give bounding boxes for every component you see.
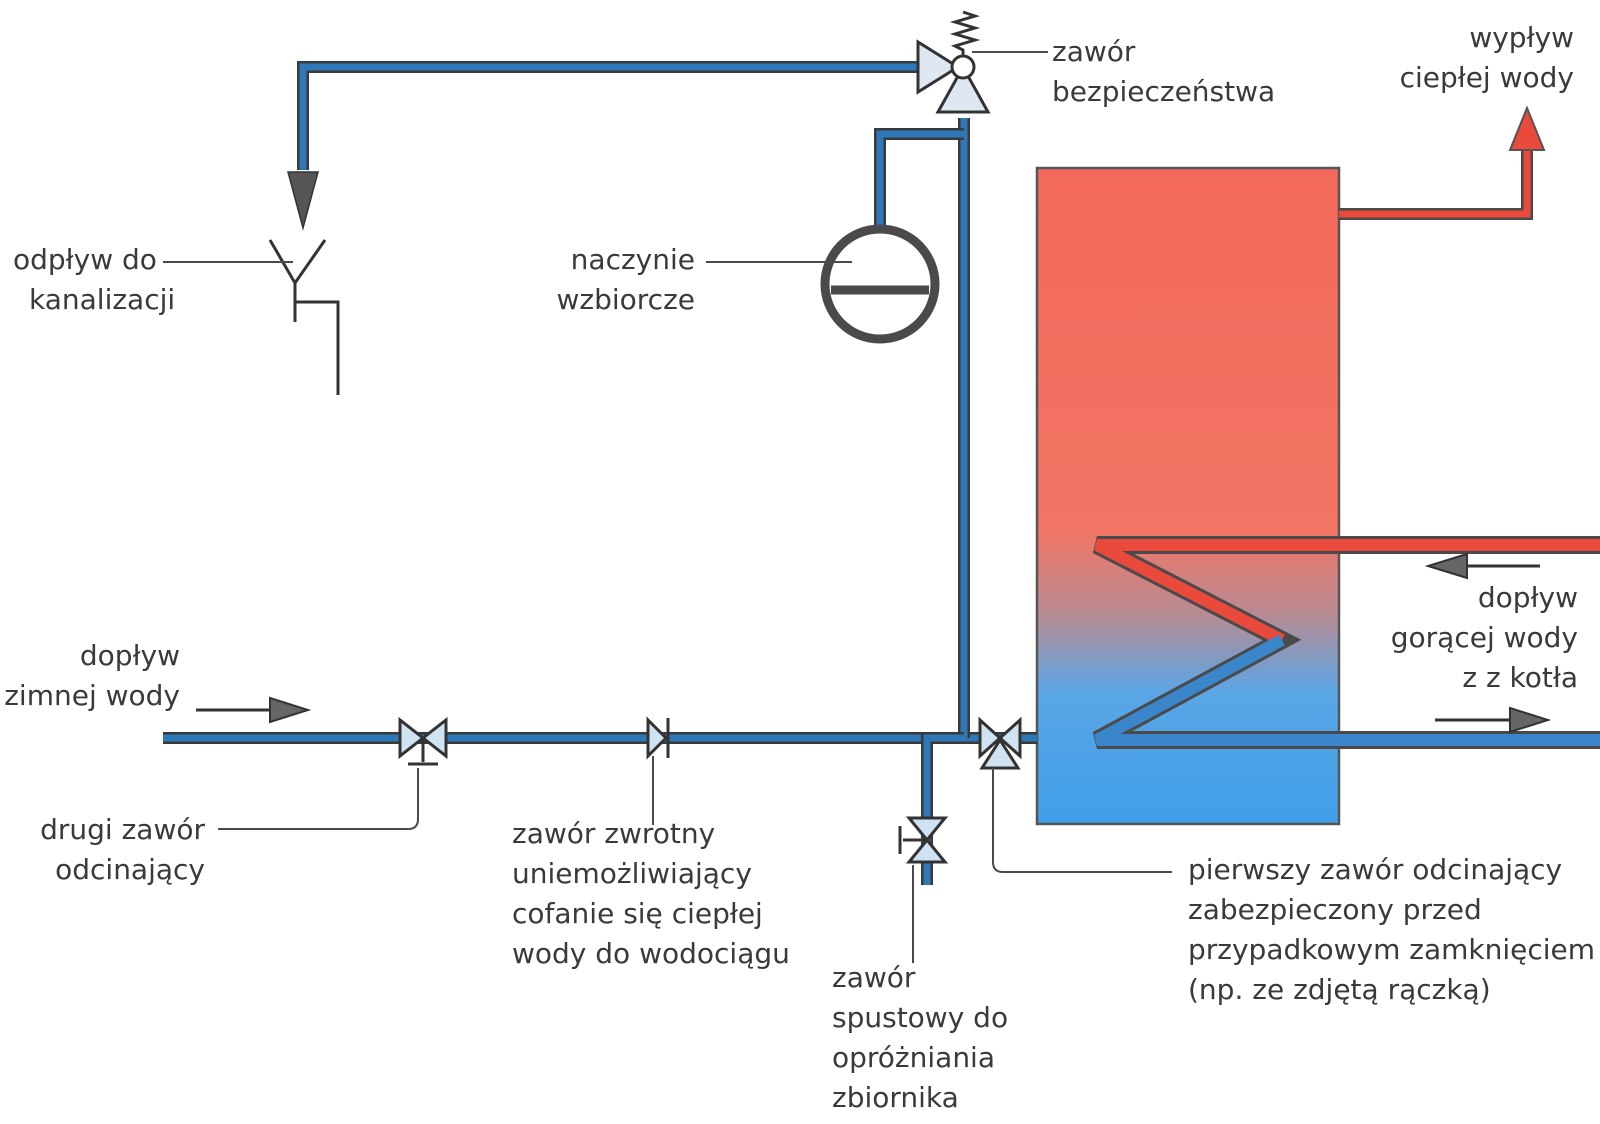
drain-valve xyxy=(898,816,949,864)
first-shutoff-valve xyxy=(978,716,1022,770)
hot-water-outlet-pipe xyxy=(1339,105,1546,220)
heating-coil xyxy=(1092,536,1600,749)
safety-valve xyxy=(916,10,991,114)
safety-valve-label-line: bezpieczeństwa xyxy=(1052,75,1276,108)
leader-lines xyxy=(163,51,1172,963)
first-shutoff-valve-label-line: (np. ze zdjętą rączką) xyxy=(1188,973,1491,1006)
first-shutoff-valve-label: pierwszy zawór odcinający zabezpieczony … xyxy=(1188,850,1595,1010)
check-valve-label-line: cofanie się ciepłej xyxy=(512,897,763,930)
expansion-vessel-label-line: wzbiorcze xyxy=(556,283,696,316)
expansion-vessel-label: naczynie wzbiorcze xyxy=(557,240,696,320)
cold-water-in-label: dopływ zimnej wody xyxy=(4,636,180,716)
cold-water-in-label-line: zimnej wody xyxy=(4,679,180,712)
drain-valve-label-line: opróżniania xyxy=(832,1041,995,1074)
check-valve-label-line: zawór zwrotny xyxy=(512,817,716,850)
drain-valve-label: zawór spustowy do opróżniania zbiornika xyxy=(832,958,1008,1118)
first-shutoff-valve-label-line: zabezpieczony przed xyxy=(1188,893,1482,926)
safety-valve-label: zawór bezpieczeństwa xyxy=(1052,32,1275,112)
expansion-vessel-label-line: naczynie xyxy=(570,243,695,276)
hot-water-in-label-line: dopływ xyxy=(1477,581,1578,614)
second-shutoff-valve-label: drugi zawór odcinający xyxy=(40,810,205,890)
hot-water-arrow-icon xyxy=(1508,105,1546,151)
drain-to-sewer-label-line: kanalizacji xyxy=(29,283,176,316)
hot-water-out-label: wypływ ciepłej wody xyxy=(1400,18,1574,98)
expansion-vessel xyxy=(820,224,940,344)
hot-water-in-label-line: gorącej wody xyxy=(1390,621,1578,654)
return-to-boiler-arrow-icon xyxy=(1435,706,1552,734)
drain-funnel xyxy=(268,239,340,395)
check-valve-label-line: uniemożliwiający xyxy=(512,857,752,890)
hot-water-in-label: dopływ gorącej wody z z kotła xyxy=(1391,578,1578,698)
hot-water-in-arrow-icon xyxy=(1424,552,1540,580)
cold-water-in-arrow-icon xyxy=(196,696,312,724)
drain-valve-label-line: zawór xyxy=(832,961,916,994)
discharge-pipe xyxy=(287,61,918,231)
check-valve xyxy=(646,716,670,760)
drain-to-sewer-label: odpływ do kanalizacji xyxy=(13,240,175,320)
safety-valve-label-line: zawór xyxy=(1052,35,1136,68)
second-shutoff-valve-label-line: odcinający xyxy=(55,853,205,886)
drain-valve-label-line: spustowy do xyxy=(832,1001,1009,1034)
hot-water-out-label-line: wypływ xyxy=(1469,21,1574,54)
drain-to-sewer-label-line: odpływ do xyxy=(13,243,157,276)
hot-water-in-label-line: z z kotła xyxy=(1462,661,1578,694)
second-shutoff-valve-label-line: drugi zawór xyxy=(40,813,205,846)
check-valve-label-line: wody do wodociągu xyxy=(512,937,790,970)
storage-tank xyxy=(1035,166,1341,826)
discharge-arrow-icon xyxy=(287,171,319,231)
second-shutoff-valve xyxy=(398,716,448,766)
check-valve-label: zawór zwrotny uniemożliwiający cofanie s… xyxy=(512,814,790,974)
first-shutoff-valve-label-line: pierwszy zawór odcinający xyxy=(1188,853,1563,886)
cold-water-in-label-line: dopływ xyxy=(79,639,180,672)
first-shutoff-valve-label-line: przypadkowym zamknięciem xyxy=(1188,933,1596,966)
drain-valve-label-line: zbiornika xyxy=(832,1081,959,1114)
hot-water-out-label-line: ciepłej wody xyxy=(1399,61,1574,94)
